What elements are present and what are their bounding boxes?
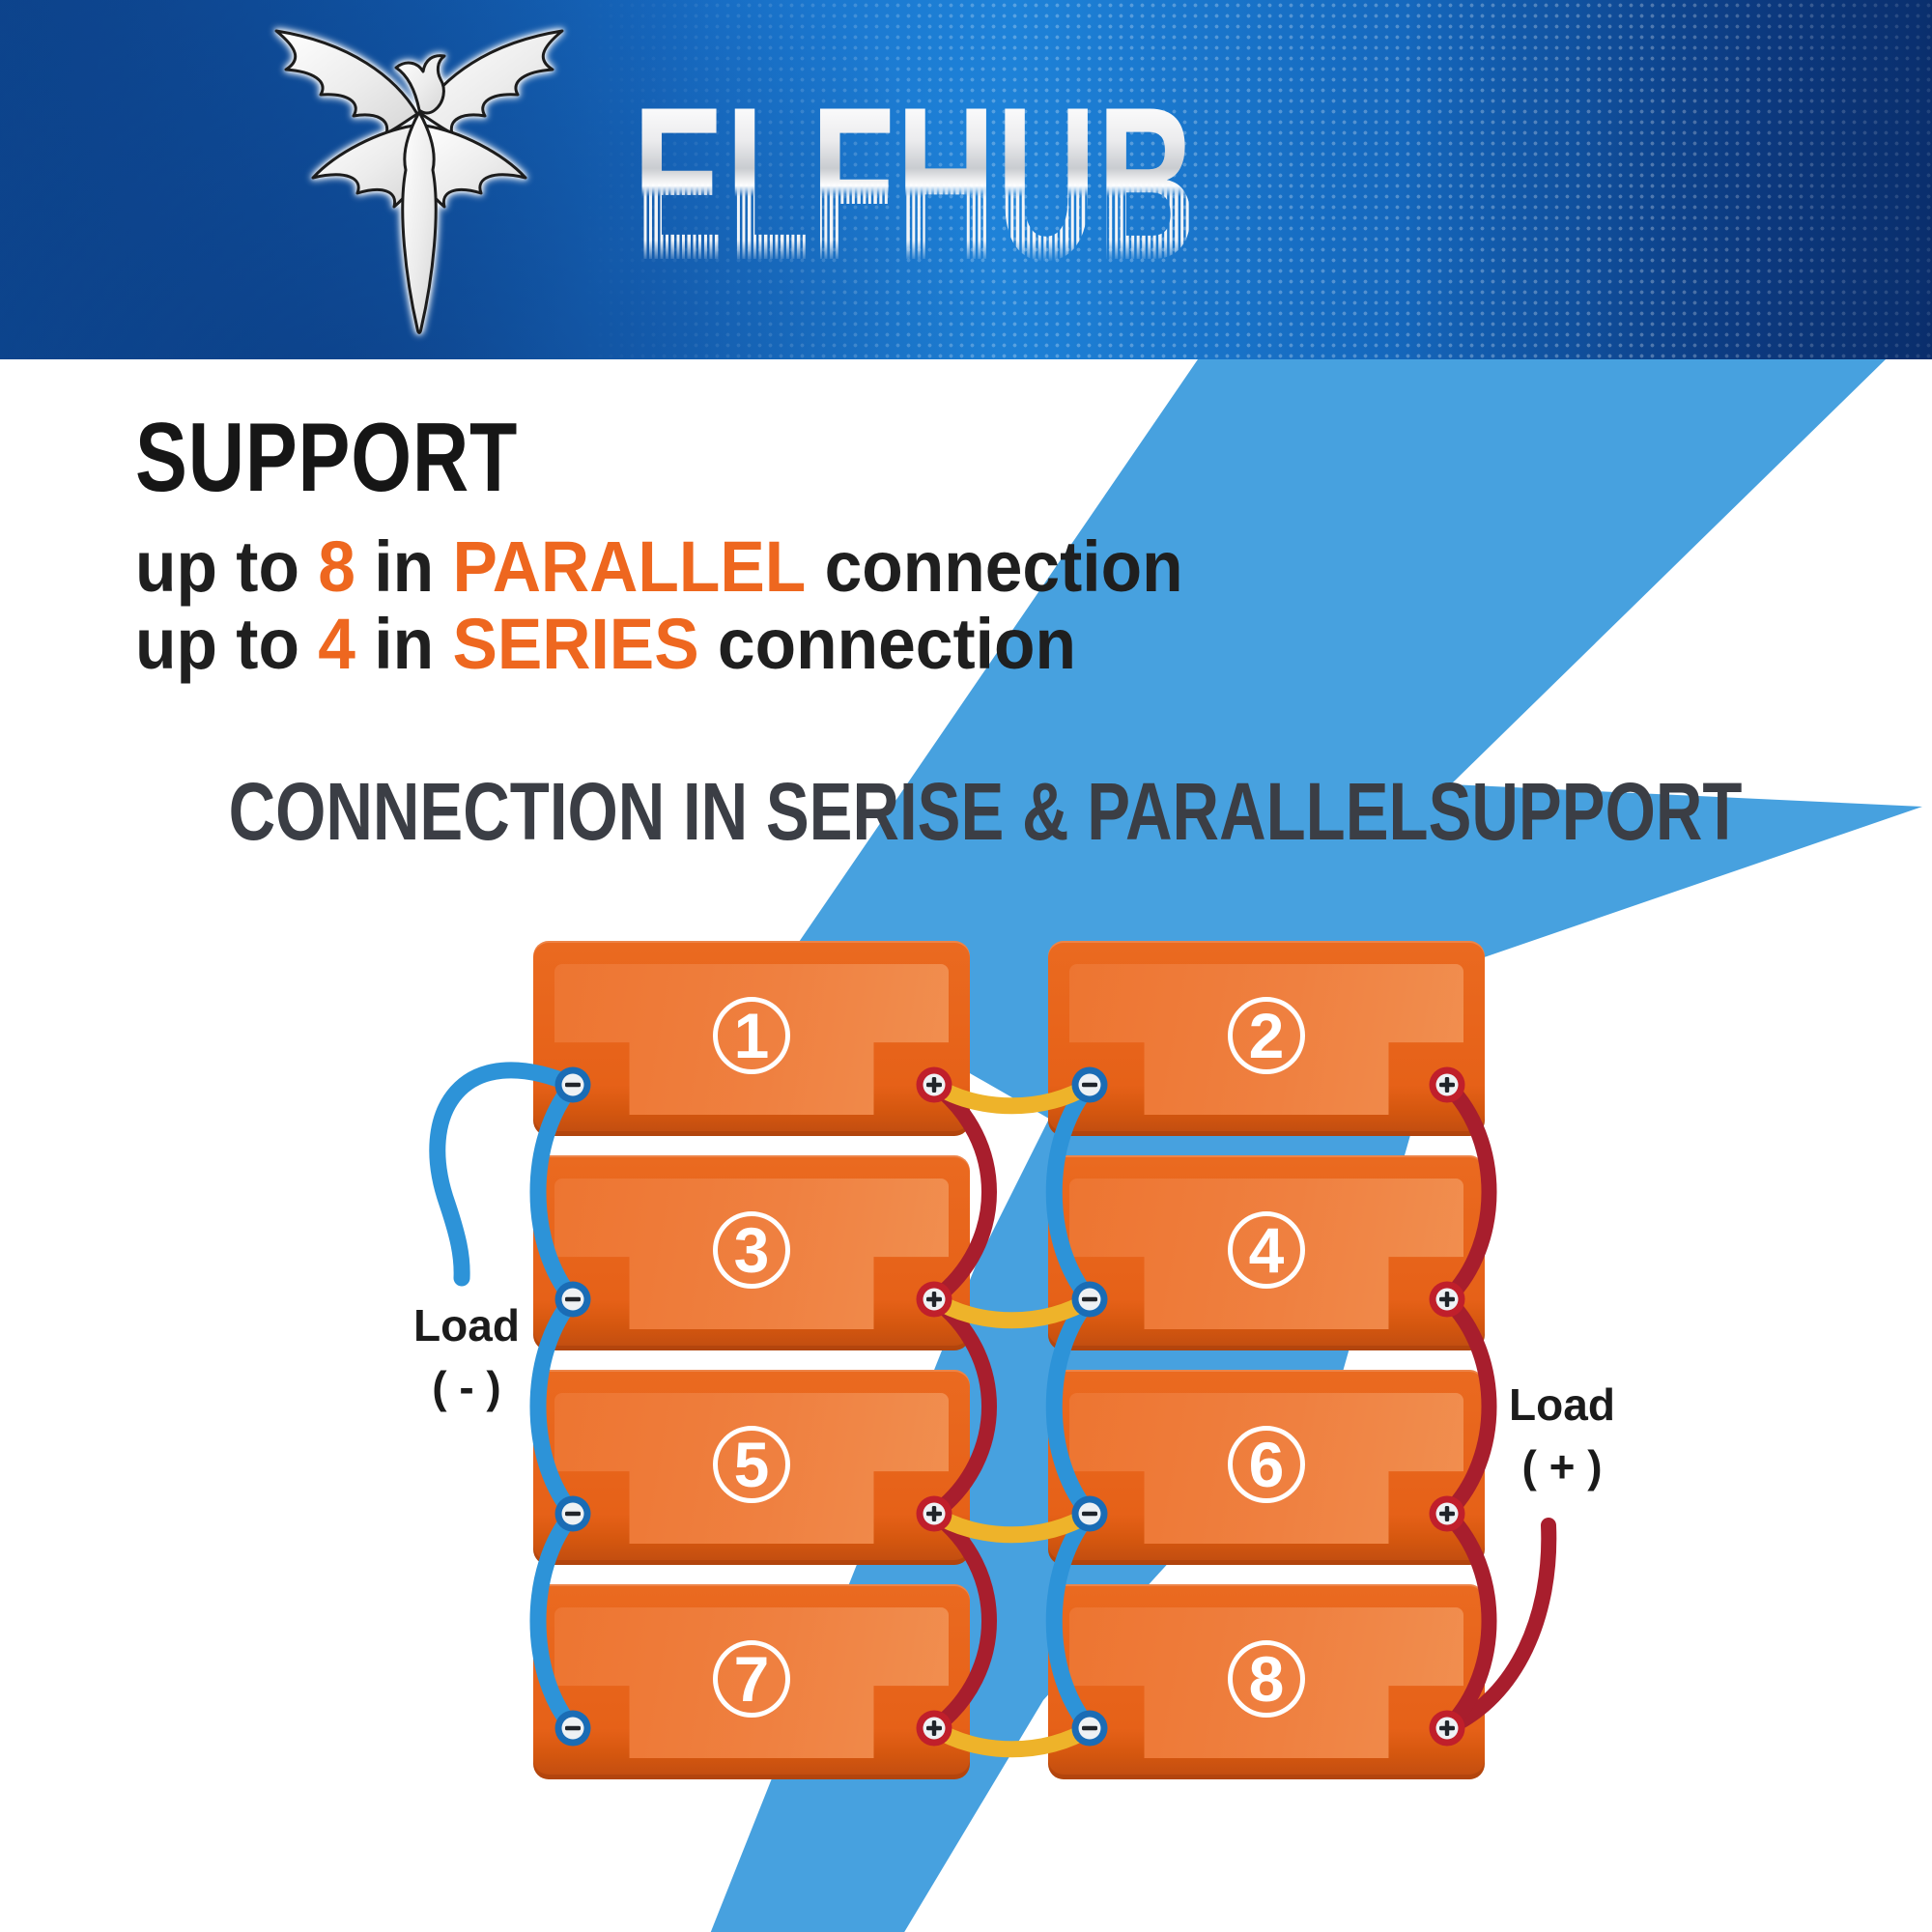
parallel-keyword: PARALLEL bbox=[452, 526, 807, 607]
series-count: 4 bbox=[318, 603, 355, 684]
load-positive-sign: ( + ) bbox=[1521, 1441, 1603, 1492]
brand-text: ELFHUB bbox=[633, 74, 1198, 293]
battery-number-badge: 4 bbox=[1228, 1211, 1305, 1289]
load-positive-label: Load ( + ) bbox=[1446, 1374, 1678, 1498]
series-keyword: SERIES bbox=[452, 603, 699, 684]
battery-1: 1 bbox=[533, 941, 970, 1136]
support-title: SUPPORT bbox=[135, 404, 519, 512]
diagram-heading: CONNECTION IN SERISE & PARALLELSUPPORT bbox=[228, 766, 1743, 857]
phoenix-logo-icon bbox=[274, 29, 564, 334]
parallel-count: 8 bbox=[318, 526, 355, 607]
battery-3: 3 bbox=[533, 1155, 970, 1350]
battery-number-badge: 3 bbox=[713, 1211, 790, 1289]
load-negative-label: Load ( - ) bbox=[351, 1294, 582, 1419]
battery-number-badge: 8 bbox=[1228, 1640, 1305, 1718]
load-negative-sign: ( - ) bbox=[432, 1362, 501, 1413]
battery-number-badge: 7 bbox=[713, 1640, 790, 1718]
header-banner: ELFHUB ELFHUB bbox=[0, 0, 1932, 359]
battery-7: 7 bbox=[533, 1584, 970, 1779]
battery-number-badge: 2 bbox=[1228, 997, 1305, 1074]
brand-text-fringe: ELFHUB bbox=[633, 61, 1198, 305]
brand-wordmark: ELFHUB ELFHUB bbox=[633, 74, 1560, 297]
battery-number-badge: 5 bbox=[713, 1426, 790, 1503]
battery-5: 5 bbox=[533, 1370, 970, 1565]
battery-4: 4 bbox=[1048, 1155, 1485, 1350]
support-line-parallel: up to 8 in PARALLEL connection bbox=[135, 526, 1183, 607]
battery-6: 6 bbox=[1048, 1370, 1485, 1565]
battery-number-badge: 1 bbox=[713, 997, 790, 1074]
battery-8: 8 bbox=[1048, 1584, 1485, 1779]
battery-2: 2 bbox=[1048, 941, 1485, 1136]
support-line-series: up to 4 in SERIES connection bbox=[135, 603, 1076, 684]
support-block: SUPPORT up to 8 in PARALLEL connection u… bbox=[135, 410, 1250, 683]
battery-number-badge: 6 bbox=[1228, 1426, 1305, 1503]
